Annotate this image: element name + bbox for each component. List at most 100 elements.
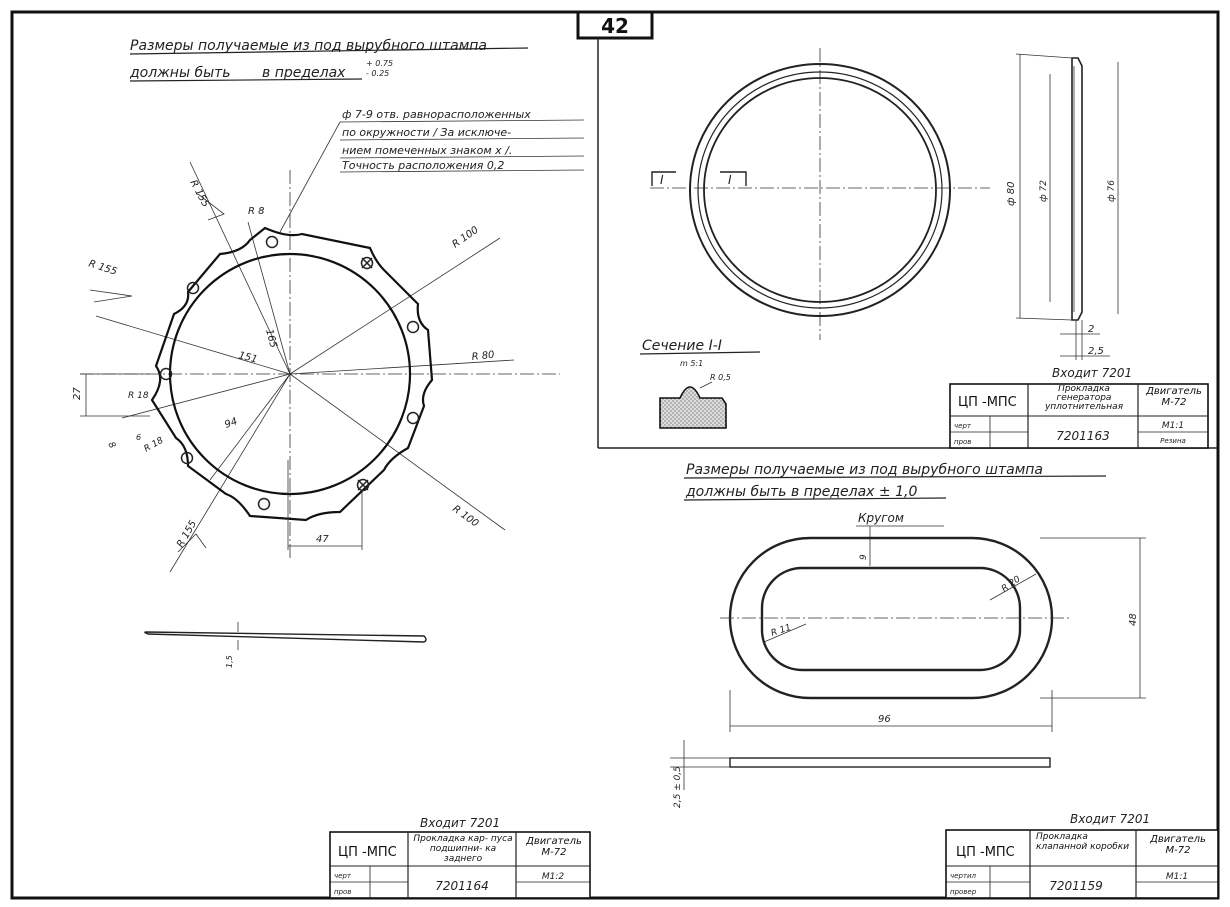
- tl-gasket-inner-circle: [168, 252, 412, 496]
- tr-cut-b: I: [728, 173, 732, 187]
- tl-dim-165: 165: [263, 328, 279, 349]
- tl-dim-r80: R 80: [471, 350, 495, 363]
- tl-dim-151: 151: [237, 350, 258, 365]
- tr-dim-r05: R 0,5: [710, 373, 731, 382]
- tb1-engine: Двигатель М-72: [1146, 386, 1202, 408]
- tb1-material: Резина: [1160, 437, 1186, 445]
- page-number: 42: [601, 14, 629, 38]
- tr-dim-80: ф 80: [1006, 182, 1017, 206]
- tb1-r2: пров: [954, 438, 971, 446]
- mr-vhodit: Входит 7201: [1070, 812, 1150, 826]
- tl-holes-underline1: [339, 119, 585, 123]
- mr-note-underline2: [683, 497, 947, 501]
- tb2-name: Прокладка кар- пуса подшипни- ка заднего: [413, 834, 513, 864]
- tb3-engine: Двигатель М-72: [1150, 834, 1206, 856]
- tb2-engine: Двигатель М-72: [526, 836, 582, 858]
- tb3-scale: М1:1: [1166, 872, 1188, 882]
- tb1-org: ЦП -МПС: [958, 395, 1017, 410]
- tr-section-profile: [659, 386, 727, 429]
- tb1-r1: черт: [954, 422, 972, 430]
- tb3-engine-box: Двигатель М-72: [1150, 834, 1206, 856]
- tl-dim-8: 8: [105, 441, 117, 451]
- tl-dim-r100-top: R 100: [450, 225, 480, 251]
- tl-break-r155-top: [197, 193, 225, 221]
- tb3-name: Прокладка клапанной коробки: [1036, 832, 1130, 852]
- tr-section-scale: m 5:1: [680, 359, 703, 368]
- tl-dim-r100-bottom: R 100: [450, 504, 480, 530]
- tr-section-marks: [651, 171, 747, 186]
- tr-ring-side-view: [1071, 57, 1083, 321]
- tr-ring-mid: [697, 71, 943, 309]
- tb3-r2: провер: [950, 888, 977, 896]
- tl-tol-minus: - 0.25: [366, 69, 389, 78]
- tl-holes-line3: нием помеченных знаком x /.: [342, 144, 512, 157]
- tb2-name-box: Прокладка кар- пуса подшипни- ка заднего: [413, 834, 513, 864]
- tl-gasket-edge-view: [144, 631, 427, 643]
- tl-break-r155-left: [89, 289, 133, 303]
- tl-dim-94: 94: [223, 416, 239, 431]
- tl-holes-underline4: [339, 169, 585, 173]
- tb1-code: 7201163: [1056, 429, 1109, 443]
- tr-dim-76: ф 76: [1107, 180, 1117, 202]
- tl-tol-plus: + 0.75: [366, 59, 393, 68]
- tr-ring-inner: [703, 77, 937, 303]
- mr-dim-thk: 2,5 ± 0,5: [673, 766, 683, 808]
- mr-gasket-edge-view: [729, 757, 1051, 768]
- tl-holes-line2: по окружности / За исключе-: [342, 126, 511, 139]
- tb3-code: 7201159: [1049, 879, 1102, 893]
- tl-dim-6: 6: [136, 433, 141, 442]
- tb1-engine-box: Двигатель М-72: [1146, 386, 1202, 408]
- tb2-r1: черт: [334, 872, 352, 880]
- tl-dim-r155-left: R 155: [87, 258, 118, 277]
- tl-break-r155-bottom: [177, 533, 207, 553]
- tl-dim-47: 47: [316, 534, 329, 545]
- tl-dim-27: 27: [72, 387, 83, 400]
- tl-dim-r8: R 8: [248, 206, 265, 217]
- tr-section-underline: [639, 351, 761, 355]
- tb1-name: Прокладка генератора уплотнительная: [1044, 385, 1124, 412]
- tr-dim-72: ф 72: [1039, 180, 1049, 202]
- tl-holes-line1: ф 7-9 отв. равнорасположенных: [342, 108, 531, 121]
- tl-gasket-outline: [150, 226, 434, 522]
- tl-note-underline1: [129, 47, 529, 55]
- tb2-r2: пров: [334, 888, 351, 896]
- page-number-box: [576, 10, 654, 40]
- tb1-scale: М1:1: [1162, 421, 1184, 431]
- tr-section-label: Сечение I-I: [642, 338, 722, 354]
- tr-ext-bottom: [1015, 317, 1073, 321]
- tl-dim-r18b: R 18: [143, 436, 166, 455]
- tl-note-line2: должны быть: [129, 65, 231, 81]
- tr-vhodit: Входит 7201: [1052, 366, 1132, 380]
- title-block-3: [945, 829, 1219, 899]
- mr-r20-leader: [989, 573, 1037, 601]
- tl-dim-thk: 1,5: [225, 655, 234, 668]
- title-block-1: [949, 383, 1209, 449]
- mr-note-underline1: [683, 475, 1107, 479]
- tb3-r1: чертил: [950, 872, 977, 880]
- tl-note-underline2: [129, 78, 363, 82]
- tl-radial-lines: [95, 161, 515, 573]
- mr-note-line1: Размеры получаемые из под вырубного штам…: [686, 462, 1043, 478]
- mr-note-line2: должны быть в пределах ± 1,0: [685, 484, 917, 500]
- mr-gasket-inner: [760, 566, 1022, 672]
- mr-dim-r20: R 20: [1000, 574, 1023, 594]
- tl-gasket-holes: [159, 235, 420, 511]
- tl-dim-r155-top: R 155: [187, 178, 210, 209]
- tl-holes-underline2: [339, 137, 585, 141]
- tl-note-line2b: в пределах: [262, 65, 346, 81]
- tr-ring-outer: [689, 63, 951, 317]
- tl-dim-r18a: R 18: [128, 391, 149, 401]
- tr-cut-a: I: [660, 173, 664, 187]
- tr-dim-25: 2,5: [1088, 346, 1104, 357]
- bl-vhodit: Входит 7201: [420, 816, 500, 830]
- mr-dim-9: 9: [859, 554, 869, 560]
- tb2-engine-box: Двигатель М-72: [526, 836, 582, 858]
- tb2-scale: М1:2: [542, 872, 565, 882]
- tb3-org: ЦП -МПС: [956, 845, 1015, 860]
- mr-r11-leader: [763, 623, 807, 643]
- sheet-border: [10, 10, 1220, 900]
- mr-krugom: Кругом: [858, 511, 904, 525]
- tl-holes-leader: [279, 121, 341, 233]
- tr-r05-leader: [699, 381, 713, 389]
